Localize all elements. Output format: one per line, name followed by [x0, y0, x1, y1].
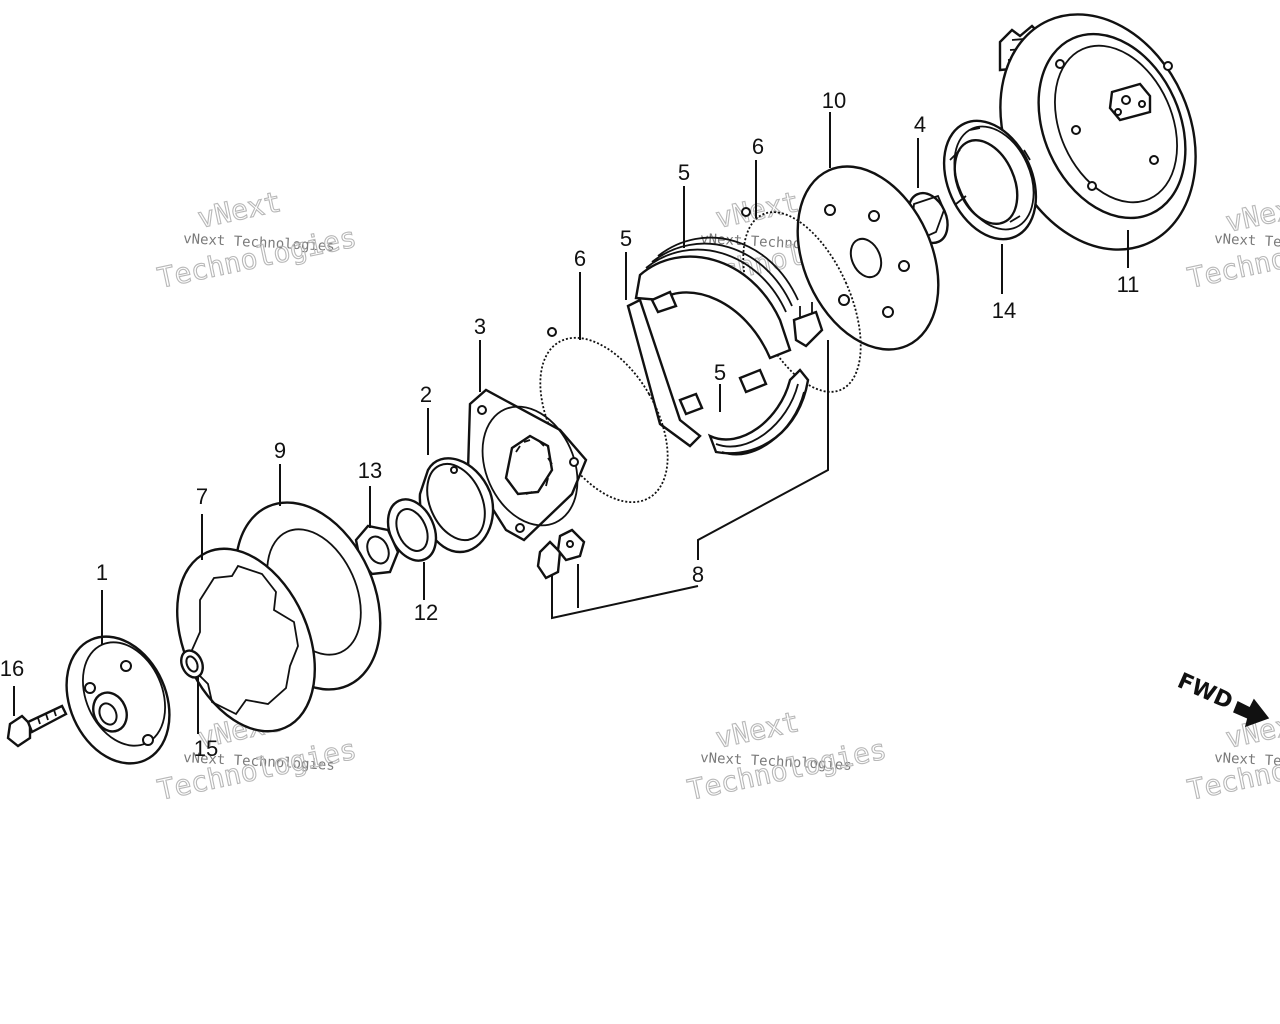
callout-13: 13	[358, 458, 382, 483]
callout-1: 1	[96, 560, 108, 585]
callout-5-upper: 5	[678, 160, 690, 185]
callout-labels: 1 2 3 4 5 5 5 6 6 7 8 9 10 11 12 13 14 1…	[0, 88, 1139, 761]
watermark: vNext vNext Technologies Technologies	[1184, 188, 1280, 295]
part-6-spring-ring-lower	[539, 327, 669, 504]
watermark-text: vNext Technologies	[700, 750, 852, 774]
watermark-text: Technologies	[685, 733, 890, 807]
part-16-bolt	[6, 704, 68, 748]
watermark-text: vNext	[195, 185, 284, 235]
watermark-text: vNext Technologies	[183, 750, 335, 774]
callout-5-lower: 5	[714, 360, 726, 385]
callout-4: 4	[914, 112, 926, 137]
callout-9: 9	[274, 438, 286, 463]
callout-5-left: 5	[620, 226, 632, 251]
shoe-pivot	[792, 310, 824, 348]
part-10-clutch-plate	[796, 165, 940, 351]
callout-6-upper: 6	[752, 134, 764, 159]
part-14-one-way-clutch	[942, 119, 1038, 241]
callout-3: 3	[474, 314, 486, 339]
callout-15: 15	[194, 736, 218, 761]
part-5-clutch-shoes	[626, 236, 824, 456]
part-1-end-cover	[65, 635, 171, 765]
watermark-text: vNext	[713, 185, 802, 235]
callout-12: 12	[414, 600, 438, 625]
fwd-label: FWD	[1174, 669, 1237, 715]
leader-lines	[13, 112, 1129, 734]
callout-7: 7	[196, 484, 208, 509]
callout-14: 14	[992, 298, 1016, 323]
callout-16: 16	[0, 656, 24, 681]
callout-6-lower: 6	[574, 246, 586, 271]
watermark: vNext vNext Technologies Technologies	[154, 184, 360, 295]
part-8-brackets	[536, 528, 586, 580]
watermark: vNext vNext Technologies Technologies	[684, 704, 890, 807]
part-12-washer	[386, 498, 438, 562]
arrow-right-icon	[1233, 698, 1270, 728]
callout-10: 10	[822, 88, 846, 113]
watermark: vNext vNext Technologies Technologies	[1184, 704, 1280, 807]
watermark-text: Technologies	[155, 733, 360, 807]
callout-8: 8	[692, 562, 704, 587]
callout-2: 2	[420, 382, 432, 407]
watermark-text: vNext	[713, 705, 802, 755]
callout-11: 11	[1117, 272, 1140, 297]
watermark-text: vNext Technologies	[183, 231, 335, 255]
part-15-o-ring	[180, 649, 204, 679]
part-11-clutch-drum	[998, 13, 1197, 251]
forward-direction-indicator: FWD	[1174, 669, 1270, 728]
